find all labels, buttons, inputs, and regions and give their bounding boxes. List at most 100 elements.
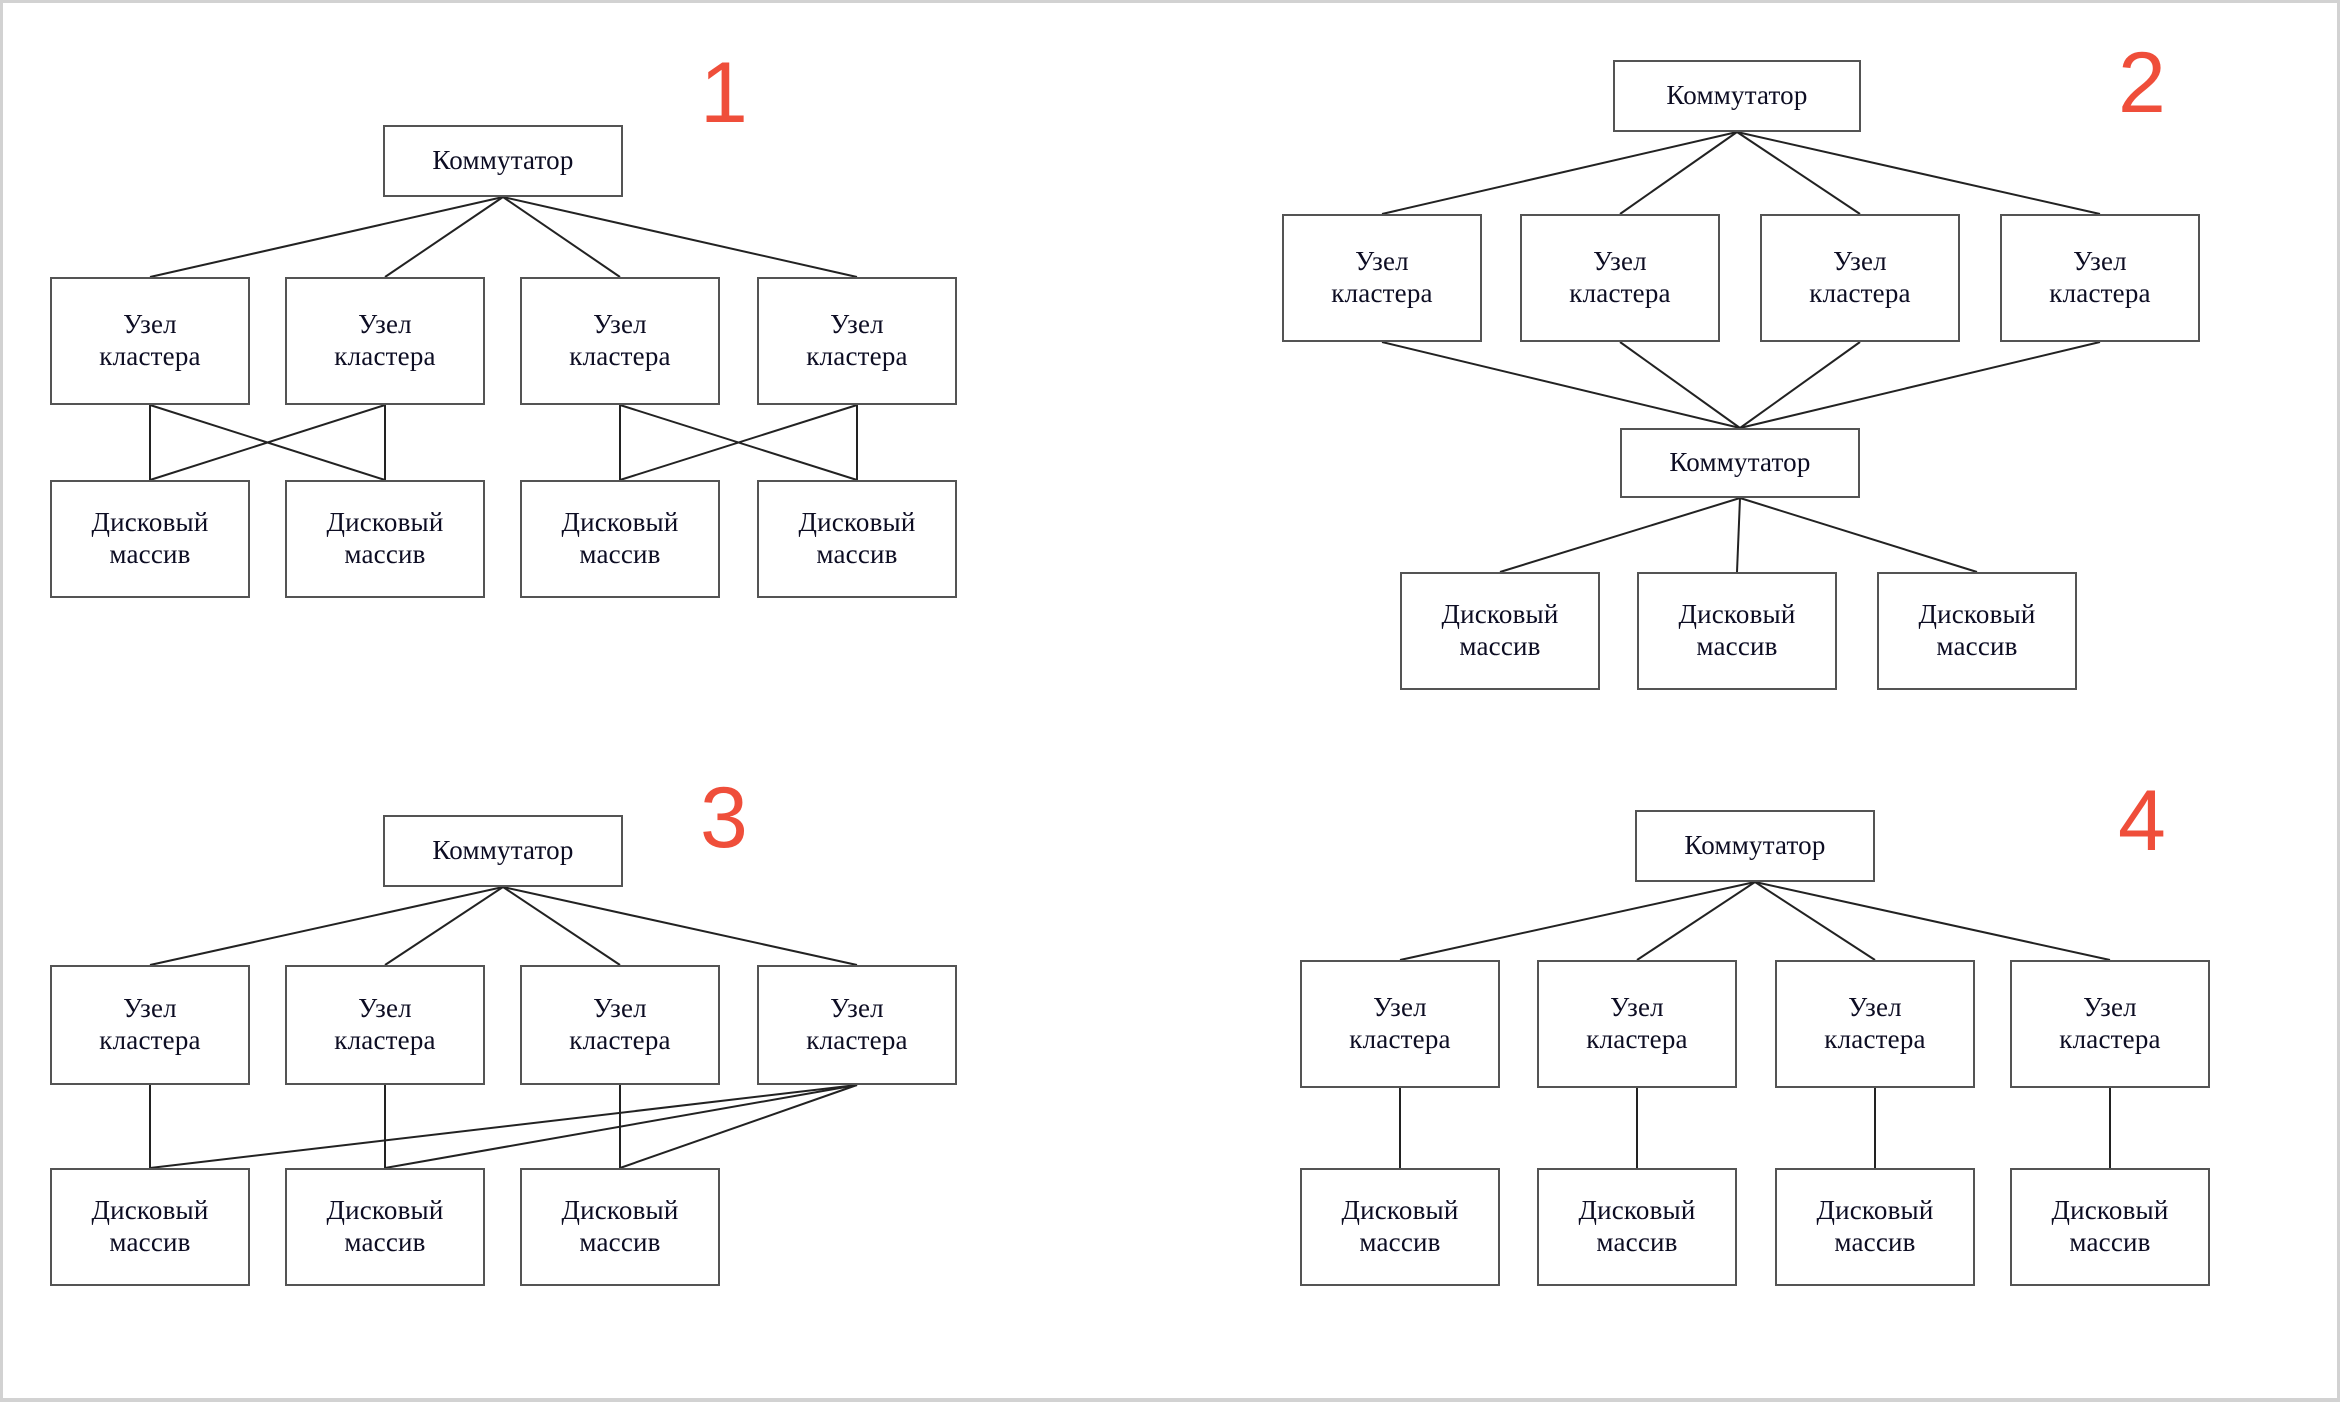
edge-n2-sw2	[1619, 341, 1741, 429]
cluster-node-label-line2: кластера	[806, 341, 908, 371]
disk-array-label-line2: массив	[344, 539, 426, 569]
switch-box[interactable]: Коммутатор	[1635, 810, 1875, 882]
edge-n2-d1	[149, 404, 386, 481]
cluster-node-label-line1: Узел	[1848, 992, 1902, 1023]
disk-array-label-line2: массив	[579, 1227, 661, 1257]
cluster-node-label-line1: Узел	[1593, 246, 1647, 277]
cluster-node-label-line1: Узел	[358, 993, 412, 1024]
cluster-node-label-line2: кластера	[2059, 1024, 2161, 1054]
cluster-node-label-line2: кластера	[569, 1025, 671, 1055]
page-border-left	[0, 0, 3, 1402]
edge-sw1-n1	[1399, 881, 1756, 961]
disk-array-label-line1: Дисковый	[326, 507, 444, 538]
edge-sw1-n1	[149, 886, 504, 966]
switch-box[interactable]: Коммутатор	[1620, 428, 1860, 498]
page-border-top	[0, 0, 2340, 3]
panel-number-3: 3	[700, 770, 748, 866]
disk-array-label-line1: Дисковый	[1441, 599, 1559, 630]
cluster-node-label-line1: Узел	[593, 993, 647, 1024]
edge-n4-d1	[149, 1084, 858, 1169]
disk-array-label-line2: массив	[816, 539, 898, 569]
switch-box[interactable]: Коммутатор	[383, 125, 623, 197]
disk-array-label-line2: массив	[1459, 631, 1541, 661]
edge-sw2-d1	[1499, 497, 1741, 573]
cluster-node-label-line1: Узел	[2083, 992, 2137, 1023]
edge-sw1-n2	[1619, 131, 1738, 215]
edge-sw1-n4	[1736, 131, 2101, 215]
cluster-node-label-line2: кластера	[1824, 1024, 1926, 1054]
edge-sw1-n4	[502, 886, 858, 966]
disk-array-label-line2: массив	[1596, 1227, 1678, 1257]
disk-array-label-line1: Дисковый	[1678, 599, 1796, 630]
disk-array-label-line1: Дисковый	[561, 507, 679, 538]
cluster-node-label-line2: кластера	[569, 341, 671, 371]
cluster-node-label-line2: кластера	[2049, 278, 2151, 308]
disk-array-label-line2: массив	[2069, 1227, 2151, 1257]
disk-array-label-line1: Дисковый	[798, 507, 916, 538]
edge-sw2-d3	[1739, 497, 1978, 573]
edge-n1-sw2	[1381, 341, 1741, 429]
disk-array-label-line2: массив	[344, 1227, 426, 1257]
cluster-node-label-line2: кластера	[334, 1025, 436, 1055]
switch-label: Коммутатор	[1684, 830, 1826, 861]
cluster-node-label-line2: кластера	[1569, 278, 1671, 308]
disk-array-label-line1: Дисковый	[1578, 1195, 1696, 1226]
cluster-node-label-line1: Узел	[358, 309, 412, 340]
edge-n4-d2	[384, 1084, 858, 1169]
edge-sw1-n2	[384, 196, 504, 278]
cluster-node-label-line2: кластера	[334, 341, 436, 371]
cluster-node-label-line1: Узел	[1610, 992, 1664, 1023]
cluster-node-label-line2: кластера	[1809, 278, 1911, 308]
edge-n3-sw2	[1739, 341, 1861, 429]
disk-array-label-line1: Дисковый	[561, 1195, 679, 1226]
edge-sw1-n4	[502, 196, 858, 278]
disk-array-label-line1: Дисковый	[1918, 599, 2036, 630]
disk-array-label-line2: массив	[1936, 631, 2018, 661]
disk-array-label-line1: Дисковый	[2051, 1195, 2169, 1226]
disk-array-label-line2: массив	[1834, 1227, 1916, 1257]
cluster-node-label-line2: кластера	[99, 341, 201, 371]
switch-box[interactable]: Коммутатор	[383, 815, 623, 887]
cluster-node-label-line1: Узел	[830, 309, 884, 340]
edge-n4-d3	[619, 404, 858, 481]
disk-array-label-line1: Дисковый	[326, 1195, 444, 1226]
edge-sw1-n1	[1381, 131, 1738, 215]
edge-sw1-n4	[1754, 881, 2111, 961]
panel-number-1: 1	[700, 45, 748, 141]
switch-box[interactable]: Коммутатор	[1613, 60, 1861, 132]
cluster-node-label-line1: Узел	[1833, 246, 1887, 277]
edge-sw1-n2	[1636, 881, 1756, 961]
